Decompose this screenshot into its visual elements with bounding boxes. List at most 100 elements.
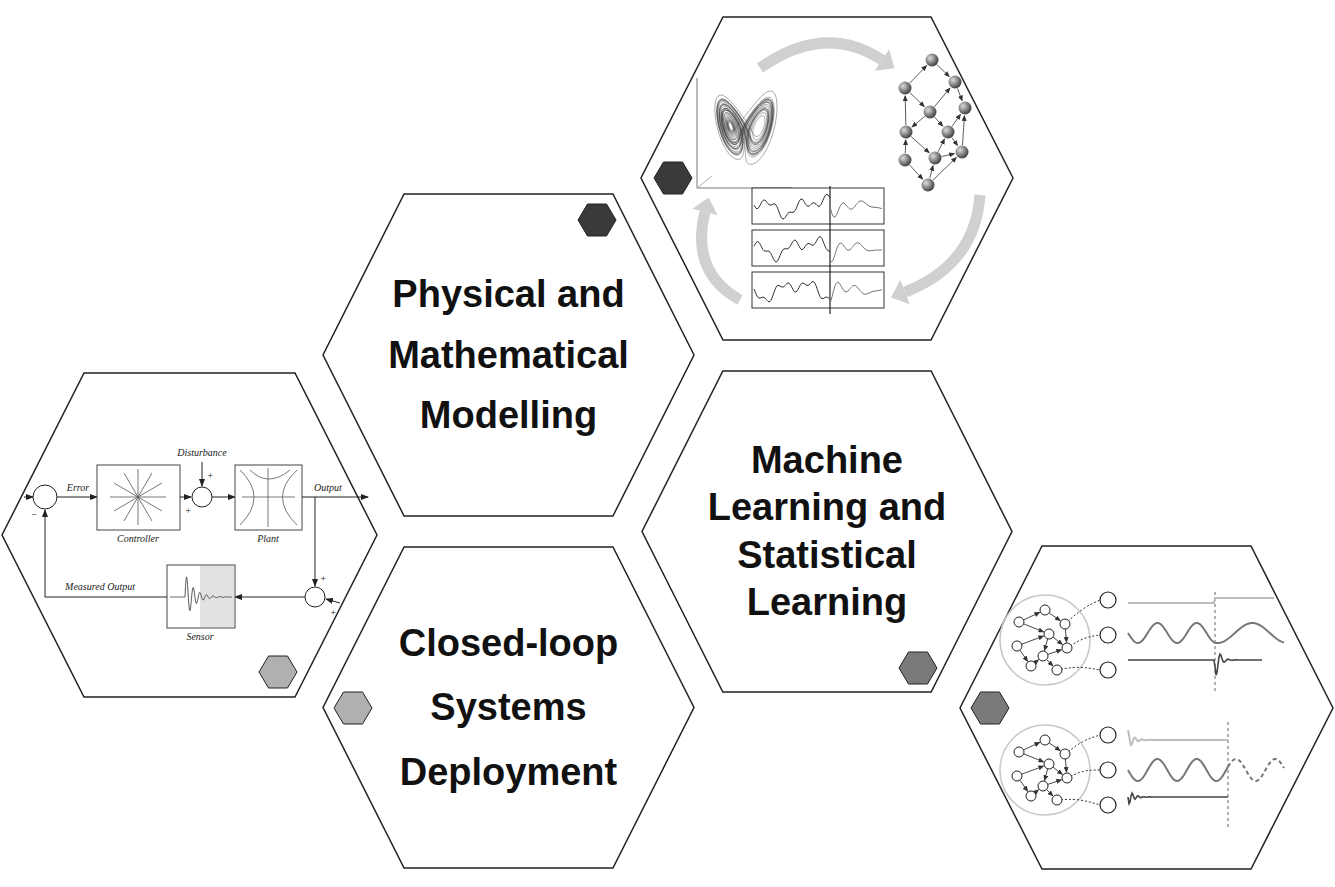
neuron xyxy=(1038,781,1048,791)
neuron xyxy=(1026,661,1036,671)
readout-link xyxy=(1065,735,1100,754)
cycle-arrowhead xyxy=(891,280,910,304)
network-node xyxy=(959,102,972,115)
neuron xyxy=(1060,749,1070,759)
cycle-arrow xyxy=(702,212,740,300)
diagram-label: Disturbance xyxy=(177,448,226,458)
network-link xyxy=(910,165,923,179)
split-line xyxy=(829,186,830,314)
sensor-block xyxy=(167,565,235,628)
network-node xyxy=(899,82,912,95)
network-node xyxy=(949,76,962,89)
signal-wire xyxy=(302,497,368,498)
series-panel xyxy=(752,230,884,266)
sensor-response xyxy=(170,577,232,611)
signal-trace xyxy=(1128,623,1284,643)
neuron xyxy=(1062,773,1072,783)
network-link xyxy=(1053,637,1062,644)
badge-hexagon xyxy=(654,162,692,194)
plant-portrait xyxy=(240,468,297,527)
badge-hexagon xyxy=(334,692,372,724)
damped-response xyxy=(170,577,232,611)
cycle-arrows xyxy=(692,43,980,304)
network-link xyxy=(937,65,949,77)
neuron xyxy=(1038,651,1048,661)
disturbance-wire xyxy=(202,462,203,486)
cycle-arrow xyxy=(760,43,882,68)
cycle-arrowhead xyxy=(692,197,717,215)
network-link xyxy=(905,140,906,153)
badge-hexagon xyxy=(259,656,297,688)
badge-hexagon xyxy=(971,692,1009,724)
network-link xyxy=(1048,780,1062,785)
diagram-label: + xyxy=(185,506,192,516)
attractor-trajectory xyxy=(715,91,777,164)
neural-networks xyxy=(1000,592,1116,815)
signal-trace xyxy=(1128,793,1228,803)
diagram-label: Measured Output xyxy=(65,582,135,592)
signal-wire xyxy=(315,497,316,586)
trajectory-curve xyxy=(283,470,298,525)
network-link xyxy=(1020,650,1028,661)
output-neuron xyxy=(1100,762,1116,778)
output-neuron xyxy=(1100,627,1116,643)
network-link xyxy=(912,116,924,126)
dynamics-hexagon xyxy=(641,17,1013,340)
series-panel xyxy=(752,188,884,224)
neuron xyxy=(1052,665,1062,675)
phase-portrait xyxy=(110,469,166,525)
network-link xyxy=(1024,754,1044,762)
network-link xyxy=(1049,613,1060,621)
reservoir-boundary xyxy=(1000,725,1090,815)
hexagon-node: Physical and Mathematical Modelling xyxy=(322,193,695,517)
prediction-trace xyxy=(830,243,882,262)
trajectory-line xyxy=(138,469,139,525)
node-title: Closed-loop Systems Deployment xyxy=(374,611,644,805)
trajectory-curve xyxy=(240,470,254,525)
feedback-wire xyxy=(45,510,167,597)
hexagon-outline xyxy=(323,194,694,516)
cycle-arrowhead xyxy=(875,49,895,71)
signal-wire xyxy=(235,597,305,598)
diagram-label: + xyxy=(207,471,214,481)
hexagon-outline xyxy=(960,546,1333,869)
network-node xyxy=(956,146,969,159)
network-link xyxy=(1024,613,1040,620)
diagram-label: + xyxy=(330,608,337,618)
neuron xyxy=(1012,641,1022,651)
network-link xyxy=(952,138,957,146)
network-link xyxy=(1045,639,1048,650)
network-link xyxy=(942,154,954,157)
noise-wire xyxy=(326,599,340,603)
readout-link xyxy=(1057,799,1100,805)
network-node xyxy=(924,106,937,119)
signal-wire xyxy=(212,497,235,498)
network-link xyxy=(1045,769,1048,780)
network-node xyxy=(926,54,939,67)
diagram-label: Error xyxy=(67,483,89,493)
neuron xyxy=(1052,795,1062,805)
signal-wire xyxy=(180,497,191,498)
diagram-label: Output xyxy=(314,483,342,493)
network-link xyxy=(1022,636,1044,644)
control-hexagon xyxy=(2,373,377,697)
network-link xyxy=(911,137,929,153)
prediction-trace xyxy=(830,282,882,303)
network-link xyxy=(1053,767,1062,774)
diagram-label: Sensor xyxy=(186,632,213,642)
signal-trace xyxy=(1128,730,1228,745)
neuron xyxy=(1014,747,1024,757)
prediction-trace xyxy=(830,201,882,217)
output-neuron xyxy=(1100,727,1116,743)
network-link xyxy=(1024,743,1040,750)
network-node xyxy=(922,179,935,192)
node-title: Machine Learning and Statistical Learnin… xyxy=(692,437,962,627)
learning-hexagon xyxy=(960,546,1333,869)
signal-trace xyxy=(1128,598,1274,603)
signal-trace xyxy=(1128,654,1262,675)
network-node xyxy=(942,126,955,139)
network-link xyxy=(1065,759,1066,772)
readout-link xyxy=(1065,600,1100,624)
